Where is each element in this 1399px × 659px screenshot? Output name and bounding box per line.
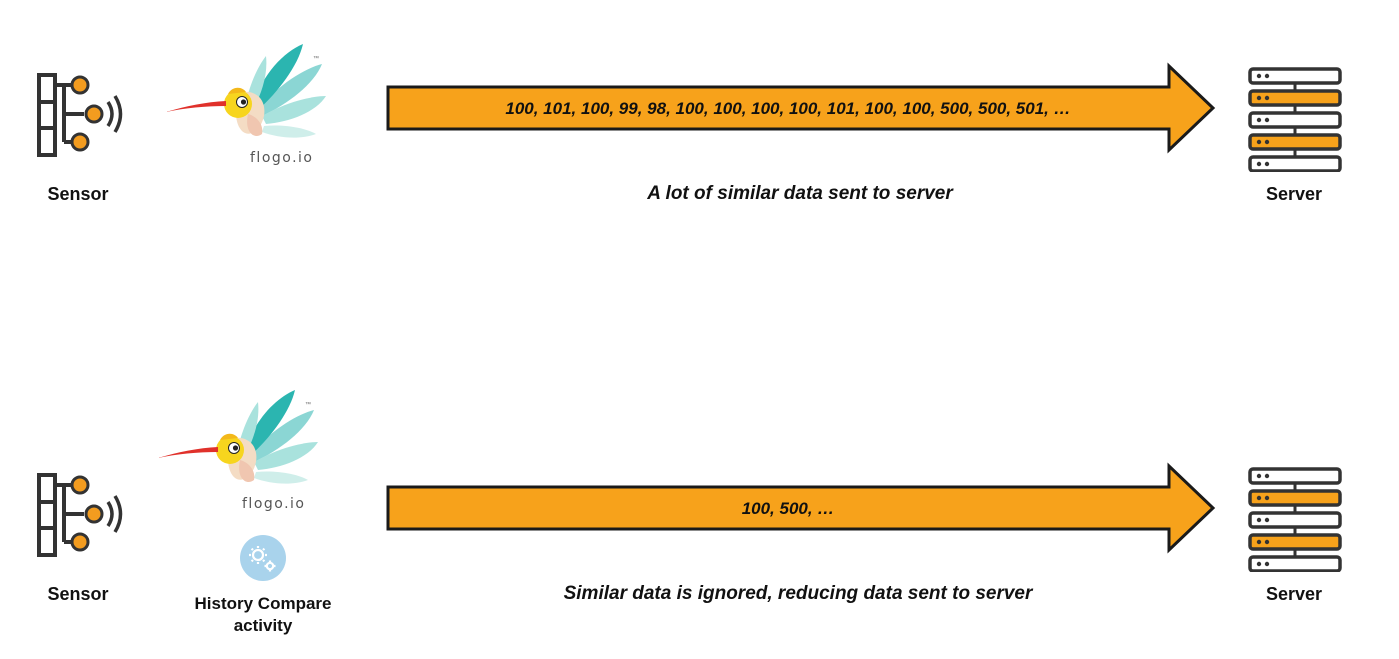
arrow-data-values: 100, 101, 100, 99, 98, 100, 100, 100, 10…: [505, 99, 1071, 118]
activity-label: History Compare activity: [178, 593, 348, 637]
trademark-mark: ™: [313, 56, 319, 62]
server-icon: [1248, 66, 1342, 172]
data-flow-arrow: [386, 462, 1216, 554]
trademark-mark: ™: [305, 402, 311, 408]
server-label: Server: [1265, 584, 1323, 604]
sensor-icon: [37, 73, 123, 157]
flow-caption: A lot of similar data sent to server: [647, 183, 953, 204]
flogo-logo: ™ flogo.io: [158, 390, 318, 512]
sensor-label: Sensor: [47, 184, 109, 204]
server-icon: [1248, 466, 1342, 572]
data-flow-arrow: [386, 62, 1216, 154]
gears-icon: [240, 535, 286, 581]
activity-label-line1: History Compare: [194, 594, 332, 613]
hummingbird-icon: [166, 44, 326, 139]
sensor-label: Sensor: [47, 584, 109, 604]
flow-caption: Similar data is ignored, reducing data s…: [563, 583, 1033, 604]
flogo-logo: ™ flogo.io: [166, 44, 326, 166]
flogo-wordmark: flogo.io: [250, 150, 314, 166]
flogo-wordmark: flogo.io: [242, 496, 306, 512]
sensor-icon: [37, 473, 123, 557]
hummingbird-icon: [158, 390, 318, 485]
server-label: Server: [1265, 184, 1323, 204]
arrow-data-values: 100, 500, …: [741, 499, 835, 518]
activity-label-line2: activity: [233, 616, 293, 635]
